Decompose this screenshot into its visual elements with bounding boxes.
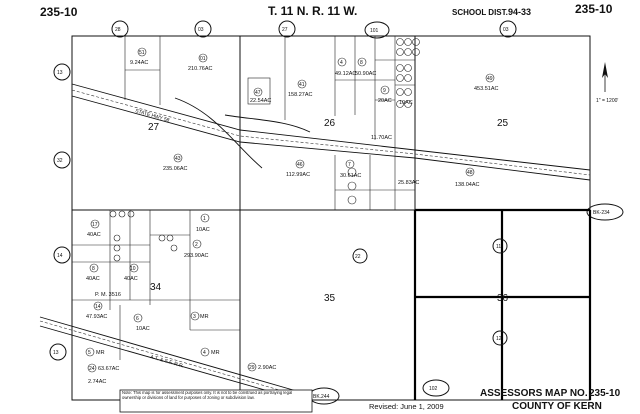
parcel-acres: 2.74AC (88, 379, 106, 385)
ref-14: 14 (57, 253, 63, 259)
parcel-acres: 11.70AC (371, 135, 392, 141)
top-section-refs: 28 03 27 101 03 (111, 20, 517, 39)
north-arrow-icon (602, 62, 608, 92)
map-title: ASSESSORS MAP NO. (480, 388, 588, 399)
parcel-num: 8 (92, 266, 95, 272)
parcel-acres: 10AC (136, 326, 150, 332)
plat-ref: P. M. 3516 (95, 292, 121, 298)
parcel-num: 01 (200, 56, 206, 62)
ref-28: 28 (115, 27, 121, 33)
section-circle-12: 12 (496, 336, 502, 342)
ref-03b: 03 (503, 27, 509, 33)
parcel-num: 41 (299, 82, 305, 88)
parcel-num: 46 (297, 162, 303, 168)
parcel-acres: MR (211, 350, 220, 356)
section-34: 34 (150, 282, 162, 293)
parcel-num: 4 (203, 350, 206, 356)
parcel-acres: 453.51AC (474, 86, 498, 92)
parcel-acres: 112.99AC (286, 172, 310, 178)
parcel-num: 10 (130, 266, 136, 272)
parcel-num: 14 (95, 304, 101, 310)
disclaimer-note: Note: This map is for assessment purpose… (122, 391, 292, 399)
parcel-num: 6 (136, 316, 139, 322)
parcel-labels: 51 9.24AC 01 210.76AC 47 22.54AC 41 158.… (85, 47, 498, 385)
ref-13b: 13 (53, 350, 59, 356)
section-27: 27 (148, 122, 160, 133)
revised-date: Revised: June 1, 2009 (369, 402, 444, 411)
parcel-num: 29 (249, 365, 255, 371)
parcel-num: 24 (89, 366, 95, 372)
left-section-refs: 13 32 14 13 (49, 63, 71, 361)
parcel-lines (124, 36, 415, 210)
parcel-num: 9 (383, 88, 386, 94)
parcel-acres: 20AC (378, 98, 392, 104)
parcel-acres: 40AC (87, 232, 101, 238)
lower-left-parcel-lines (72, 210, 240, 360)
parcel-num: 17 (92, 222, 98, 228)
parcel-acres: 63.67AC (98, 366, 119, 372)
map-number: 235-10 (589, 388, 621, 399)
parcel-acres: 9.24AC (130, 60, 148, 66)
parcel-acres: MR (200, 314, 209, 320)
parcel-num: 2 (195, 242, 198, 248)
parcel-acres: 235.06AC (163, 166, 187, 172)
parcel-num: 47 (255, 90, 261, 96)
road-label-railroad: A.T. & S.F. R.R. (149, 354, 184, 369)
parcel-acres: 210.76AC (188, 66, 212, 72)
school-dist-value: 94-33 (508, 7, 531, 17)
small-parcel-circles (347, 38, 420, 205)
section-22: 22 (355, 254, 361, 260)
section-35: 35 (324, 293, 336, 304)
book-page-left: 235-10 (40, 5, 78, 19)
parcel-num: 49 (487, 76, 493, 82)
bk-234-ref: BK-234 (586, 203, 624, 221)
school-dist-label: SCHOOL DIST. (452, 8, 508, 17)
ref-32: 32 (57, 158, 63, 164)
section-26: 26 (324, 118, 336, 129)
state-highway-58 (71, 83, 591, 181)
ref-101: 101 (370, 28, 379, 34)
parcel-num: 4 (340, 60, 343, 66)
parcel-num: 1 (203, 216, 206, 222)
cluster-circles (109, 210, 178, 262)
scale-note: 1" = 1200' (596, 98, 618, 104)
parcel-acres: 40AC (86, 276, 100, 282)
county-name: COUNTY OF KERN (512, 401, 602, 412)
parcel-num: 3 (193, 314, 196, 320)
township-range: T. 11 N. R. 11 W. (268, 4, 357, 18)
parcel-acres: 49.12AC (335, 71, 356, 77)
parcel-acres: MR (96, 350, 105, 356)
parcel-num: 48 (467, 170, 473, 176)
section-25: 25 (497, 118, 509, 129)
ref-102: 102 (429, 386, 438, 392)
ref-bk244: BK.244 (313, 394, 330, 400)
parcel-acres: 10AC (399, 100, 413, 106)
ref-27: 27 (282, 27, 288, 33)
parcel-acres: 158.27AC (288, 92, 312, 98)
parcel-acres: 293.90AC (184, 253, 208, 259)
parcel-acres: 25.83AC (398, 180, 419, 186)
parcel-acres: 50.90AC (355, 71, 376, 77)
disclaimer-box (119, 389, 313, 413)
parcel-acres: 138.04AC (455, 182, 479, 188)
section-36: 36 (497, 293, 509, 304)
book-page-right: 235-10 (575, 2, 613, 16)
parcel-acres: 2.90AC (258, 365, 276, 371)
parcel-num: 51 (139, 50, 145, 56)
parcel-num: 5 (88, 350, 91, 356)
section-circle-11: 11 (496, 244, 501, 250)
svg-text:BK-234: BK-234 (593, 210, 610, 216)
parcel-num: 43 (175, 156, 181, 162)
ref-13: 13 (57, 70, 63, 76)
parcel-num: 8 (360, 60, 363, 66)
parcel-acres: 30.61AC (340, 173, 361, 179)
parcel-acres: 10AC (196, 227, 210, 233)
parcel-acres: 40AC (124, 276, 138, 282)
ref-03: 03 (198, 27, 204, 33)
parcel-num: 7 (348, 162, 351, 168)
parcel-acres: 22.54AC (250, 98, 271, 104)
railroad-atsf (39, 316, 301, 401)
parcel-acres: 47.93AC (86, 314, 107, 320)
